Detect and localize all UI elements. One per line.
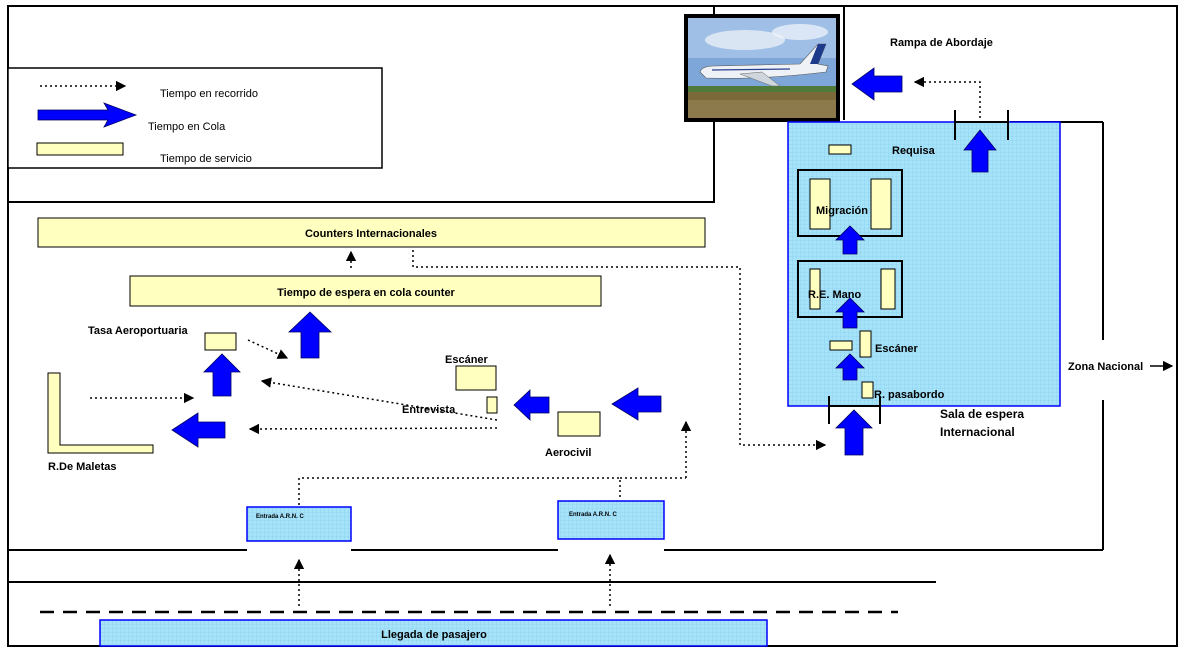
hand-luggage-belt-left [809, 268, 821, 310]
entrance-2-label: Entrada A.R.N. C [569, 512, 617, 518]
baggage-queue-arrow [171, 412, 226, 448]
hand-luggage-label: R.E. Mano [808, 289, 861, 301]
migration-queue-arrow [835, 225, 865, 255]
scanner-right-belt [859, 330, 872, 358]
migration-booth-right [870, 178, 892, 230]
counters-label: Counters Internacionales [305, 228, 437, 240]
boarding-pass-box [861, 381, 874, 399]
national-zone-label: Zona Nacional [1068, 361, 1143, 373]
counters-bar [37, 217, 706, 248]
counter-queue-bar [129, 275, 602, 307]
interview-queue-arrow [513, 389, 550, 421]
legend-queue-time: Tiempo en Cola [148, 121, 226, 133]
entrance-1-label: Entrada A.R.N. C [256, 514, 304, 520]
scanner-queue-arrow [835, 353, 865, 381]
counter-queue-label: Tiempo de espera en cola counter [277, 287, 455, 299]
room-entry-queue-arrow [835, 409, 873, 456]
legend-service-time: Tiempo de servicio [160, 153, 252, 165]
scanner-right-box [829, 340, 853, 351]
scanner-left-label: Escáner [445, 354, 489, 366]
counter-queue-arrow [288, 311, 332, 359]
entrance-1 [246, 506, 352, 542]
airport-tax-box [204, 332, 237, 351]
waiting-room-label-line1: Sala de espera [940, 407, 1024, 421]
scanner-right-label: Escáner [875, 343, 919, 355]
arrival-zone [99, 619, 768, 647]
ramp-dotted-path [913, 76, 981, 118]
inspection-label: Requisa [892, 145, 936, 157]
counters-to-room-path [412, 250, 827, 451]
migration-label: Migración [816, 205, 868, 217]
boarding-pass-label: R. pasabordo [874, 389, 945, 401]
legend-travel-time: Tiempo en recorrido [160, 88, 258, 100]
top-gate-bracket [954, 110, 1009, 140]
aerocivil-label: Aerocivil [545, 447, 591, 459]
hand-luggage-queue-arrow [835, 297, 865, 329]
legend-blue-arrow [37, 102, 138, 128]
interview-label: Entrevista [402, 404, 456, 416]
hand-luggage-belt-right [880, 268, 896, 310]
interview-to-baggage-path [248, 423, 498, 435]
airport-tax-label: Tasa Aeroportuaria [88, 325, 189, 337]
international-waiting-room [787, 121, 1061, 407]
baggage-label: R.De Maletas [48, 461, 116, 473]
inspection-box [828, 144, 852, 155]
baggage-area [47, 372, 154, 454]
tax-to-queue-path [247, 339, 289, 359]
entrance-2 [557, 500, 665, 540]
scanner-left-box [455, 365, 497, 391]
aerocivil-queue-arrow [611, 387, 662, 421]
boarding-ramp-label: Rampa de Abordaje [890, 37, 993, 49]
waiting-room-label-line2: Internacional [940, 425, 1015, 439]
interview-box [486, 396, 498, 414]
room-entry-bracket [828, 396, 881, 424]
arrival-label: Llegada de pasajero [381, 629, 487, 641]
aerocivil-box [557, 411, 601, 437]
legend-yellow-box [36, 142, 124, 156]
tax-queue-arrow [203, 353, 241, 397]
airplane-photo [684, 14, 840, 122]
migration-booth-left [809, 178, 831, 230]
ramp-queue-arrow [851, 67, 903, 101]
room-exit-arrow [963, 129, 997, 173]
